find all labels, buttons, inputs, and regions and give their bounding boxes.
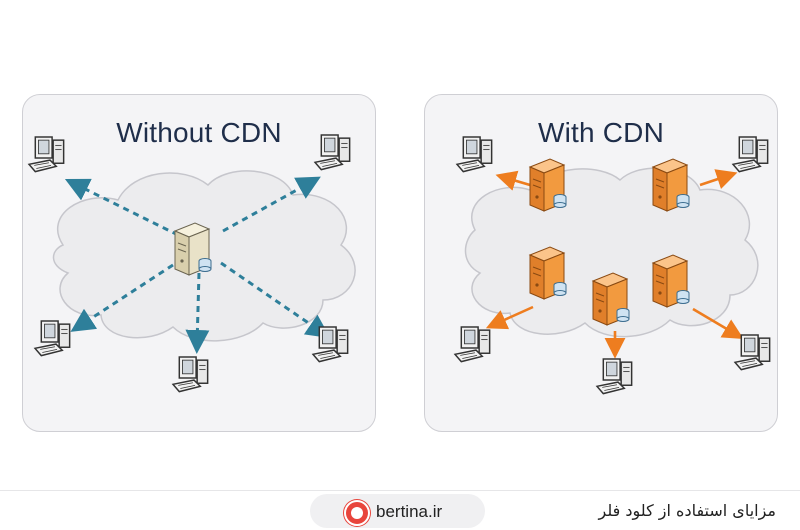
footer-caption: مزایای استفاده از کلود فلر [598,501,776,520]
computer-icon [34,320,71,357]
edge-server-icon [529,246,567,300]
arrow-bottom-right [692,307,744,339]
arrow-bottom-left [485,305,534,330]
brand-logo-icon [344,500,370,526]
brand-pill [310,494,485,528]
without-cdn-diagram [28,134,356,393]
panel-title: With CDN [537,117,665,148]
computer-icon [312,326,349,363]
arrow-bottom-center [185,272,210,354]
arrow-bottom-right [220,261,331,339]
computer-icon [454,326,491,363]
edge-server-icon [529,158,567,212]
computer-icon [734,334,771,371]
computer-icon [172,356,209,393]
arrow-top-left [64,178,179,237]
arrow-top-left [495,170,531,191]
brand-name: bertina.ir [376,502,443,521]
arrow-bottom-left [70,263,174,332]
computer-icon [596,358,633,395]
with-cdn-diagram [454,136,771,395]
edge-server-icon [652,254,690,308]
edge-server-icon [652,158,690,212]
edge-server-icon [592,272,630,326]
footer-divider [0,490,800,491]
without-cdn-panel: Without CDN [22,94,376,432]
with-cdn-panel: With CDN [424,94,778,432]
arrow-top-right [699,169,738,189]
panel-title: Without CDN [116,117,282,148]
origin-server-icon [173,222,212,276]
